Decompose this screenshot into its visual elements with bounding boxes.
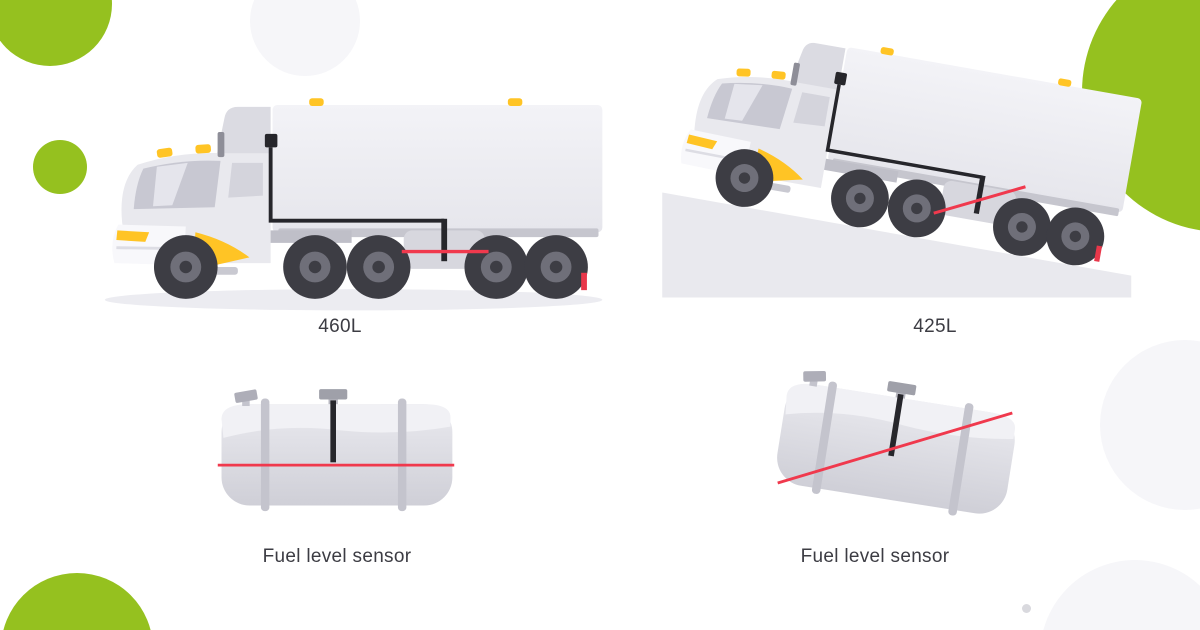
tilted-truck-group <box>674 16 1144 272</box>
tank-tilted-figure <box>772 360 1022 526</box>
ground-shadow <box>104 289 603 311</box>
tank-graphic <box>221 389 453 512</box>
tank-tilted-caption: Fuel level sensor <box>800 546 950 567</box>
truck-on-incline-illustration <box>662 28 1140 298</box>
truck-incline-figure <box>650 28 1140 308</box>
tank-graphic <box>772 365 1022 524</box>
tank-level-figure <box>214 376 458 526</box>
gray-dot <box>1022 604 1031 613</box>
truck-flat-volume-label: 460L <box>318 316 362 337</box>
tank-level-caption: Fuel level sensor <box>262 546 412 567</box>
fuel-level-line-diagonal <box>777 411 1013 485</box>
green-circle-top-left <box>0 0 112 66</box>
truck-incline-volume-label: 425L <box>913 316 957 337</box>
fuel-level-line-diagonal <box>933 185 1026 215</box>
tilted-tank-group <box>772 365 1022 524</box>
fuel-tank-tilted-illustration <box>772 365 1022 524</box>
ghost-circle-top <box>250 0 360 76</box>
green-circle-left-small <box>33 140 87 194</box>
incline-ramp <box>662 192 1132 298</box>
truck-flat-figure <box>72 78 612 313</box>
truck-graphic <box>112 98 602 299</box>
truck-on-flat-ground-illustration <box>104 78 612 311</box>
ghost-circle-bottom-right <box>1040 560 1200 630</box>
green-circle-bottom-left <box>1 573 153 630</box>
ghost-circle-right <box>1100 340 1200 510</box>
fuel-tank-level-illustration <box>217 389 455 512</box>
